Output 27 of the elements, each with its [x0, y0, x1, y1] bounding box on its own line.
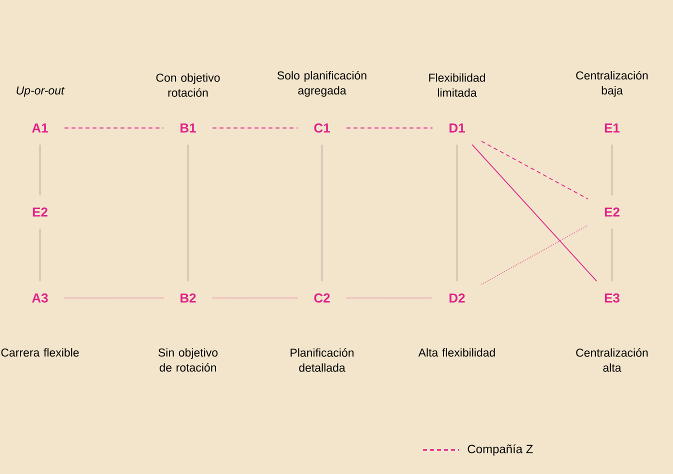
node-label: A1 [32, 124, 48, 132]
heading: Con objetivo rotación [156, 73, 220, 97]
node-label: E3 [604, 293, 620, 303]
node-label: E2 [32, 207, 48, 217]
connector-line [472, 144, 598, 282]
heading: Sin objetivo de rotación [158, 348, 218, 372]
heading: Planificación detallada [290, 348, 354, 372]
node-label: B2 [180, 293, 196, 303]
legend-label: Compañía Z [468, 444, 533, 456]
connector-line [481, 140, 588, 200]
heading: Solo planificación agregada [277, 70, 366, 97]
heading: Centralización alta [576, 348, 648, 372]
node-label: E2 [604, 207, 620, 217]
node-label: E1 [604, 124, 620, 132]
heading: Flexibilidad limitada [429, 73, 485, 97]
heading: Carrera flexible [1, 348, 79, 357]
node-label: C1 [314, 123, 330, 133]
node-label: D2 [450, 293, 465, 303]
node-label: A3 [32, 293, 48, 303]
connector-line [481, 224, 588, 285]
node-label: C2 [314, 293, 330, 303]
node-label: D1 [450, 124, 465, 132]
connector-line [456, 144, 458, 282]
heading: Up-or-out [16, 86, 65, 97]
heading: Alta flexibilidad [418, 348, 495, 357]
heading: Centralización baja [576, 70, 648, 97]
node-label: B1 [180, 124, 196, 132]
